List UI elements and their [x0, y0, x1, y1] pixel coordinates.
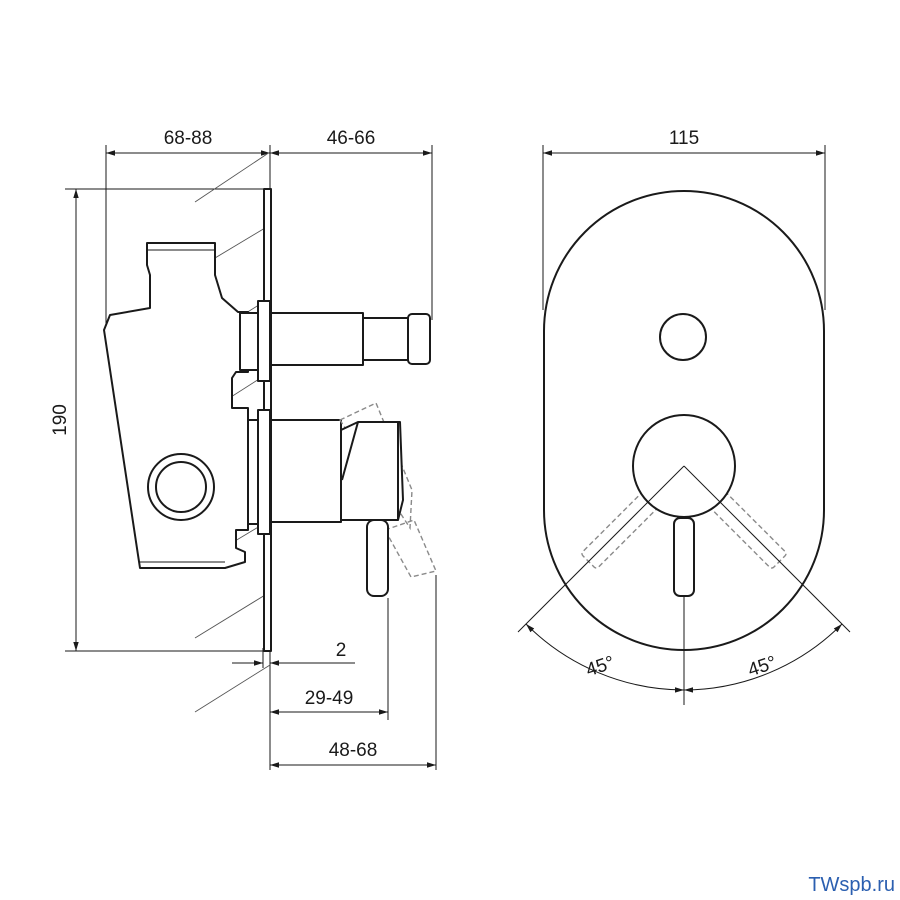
dim-angle-right: 45°	[745, 652, 779, 681]
dim-lever-depth: 48-68	[329, 740, 378, 761]
outlet-port-inner	[155, 461, 207, 513]
diverter-collar	[362, 317, 414, 361]
extension-lines	[65, 145, 437, 770]
diverter-button	[659, 313, 707, 361]
lower-flange-front	[257, 409, 271, 535]
lever-ghost-upper	[338, 402, 413, 531]
watermark-text: TWspb.ru	[808, 874, 895, 896]
diverter-stem	[270, 312, 364, 366]
dimension-lines	[73, 150, 436, 768]
dim-depth-front: 46-66	[327, 128, 376, 149]
side-view: 68-88 46-66 190 2 29-49 48-68	[50, 128, 437, 770]
dim-plate: 2	[336, 640, 347, 661]
lever-ghost-lower	[383, 519, 437, 578]
dim-depth-back: 68-88	[164, 128, 213, 149]
lever-head	[340, 421, 404, 521]
lever-handle	[366, 519, 389, 597]
lever-head-facet	[341, 421, 359, 481]
angle-ray-left	[517, 465, 685, 633]
front-view: 115 45° 45°	[517, 128, 851, 705]
dim-spout-depth: 29-49	[305, 688, 354, 709]
diverter-knob	[407, 313, 431, 365]
angle-arc-right	[683, 623, 843, 693]
cartridge-housing	[270, 419, 342, 523]
dim-angle-left: 45°	[583, 652, 617, 681]
lever-head-face	[362, 421, 399, 520]
dim-width-front: 115	[669, 128, 699, 149]
angle-ray-right	[683, 465, 851, 633]
dim-height: 190	[50, 404, 71, 436]
upper-flange-front	[257, 300, 271, 382]
angle-arc-left	[525, 623, 685, 693]
front-lever-handle	[673, 517, 695, 597]
